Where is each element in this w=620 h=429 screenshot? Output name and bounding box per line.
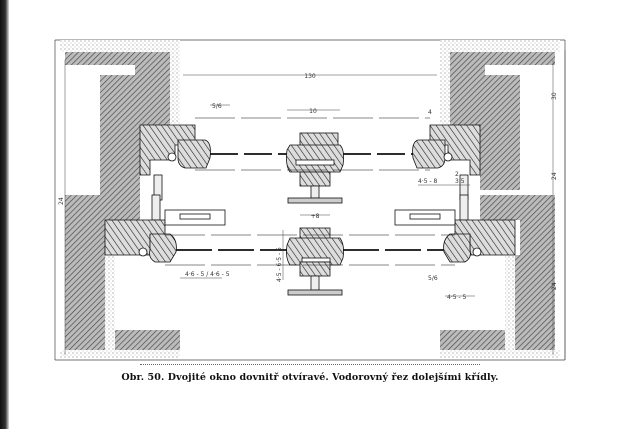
left-lower-wall [60, 195, 180, 358]
scan-edge [0, 0, 9, 429]
dim-lower-right-profile: 5/6 [428, 275, 438, 282]
dim-upper-right-small: 3·5 [455, 178, 465, 185]
upper-right-frame [412, 124, 481, 201]
dim-mullion-vertical: 4·5 - 6·5 - 5 [276, 247, 283, 282]
dim-lower-right-offset: 4·5 - 5 [447, 294, 467, 301]
dim-upper-right-offsets: 4·5 - 8 [418, 178, 438, 185]
dim-upper-left-profile: 5/6 [212, 103, 222, 110]
figure-caption: Obr. 50. Dvojité okno dovnitř otvíravé. … [121, 372, 499, 383]
dim-right-height-bottom: 24 [551, 282, 558, 290]
lower-left-frame [104, 194, 226, 263]
dim-sash-gap: 10 [309, 108, 317, 115]
right-lower-wall [440, 195, 560, 358]
dim-mullion-width: +8 [311, 213, 320, 220]
right-upper-wall [440, 40, 560, 190]
dim-left-height: 24 [58, 197, 65, 205]
glass-lines [165, 117, 455, 266]
lower-right-frame [394, 194, 516, 263]
dim-right-height-top: 30 [551, 92, 558, 100]
dim-upper-right-gap: 4 [428, 109, 432, 116]
upper-left-frame [139, 124, 211, 201]
dim-upper-right-two: 2 [455, 171, 459, 178]
dim-right-height-mid: 24 [551, 172, 558, 180]
lower-mullion [286, 227, 344, 296]
dimension-lines [64, 50, 566, 360]
dim-lower-left-profile: 4·6 - 5 / 4·6 - 5 [185, 271, 230, 278]
dim-overall-width: 130 [304, 73, 316, 80]
dimension-labels: 130 10 +8 5/6 4 4·5 - 8 3·5 2 4·5 - 6·5 … [58, 73, 558, 301]
left-upper-wall [60, 40, 180, 195]
caption-divider [140, 364, 480, 365]
upper-mullion [286, 132, 344, 204]
